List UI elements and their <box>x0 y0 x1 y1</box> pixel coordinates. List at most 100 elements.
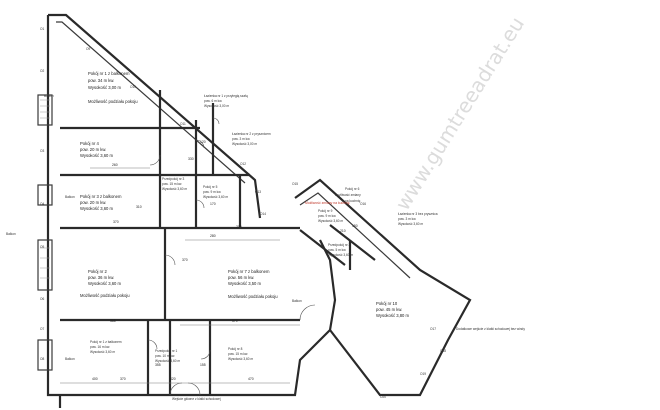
svg-text:możliwość zmiany: możliwość zmiany <box>335 193 361 197</box>
room-4: Pokój nr 4 pow. 20 m kw. Wysokość 3,60 m <box>80 141 114 158</box>
svg-text:Łazienka nr 2 z prysznicem: Łazienka nr 2 z prysznicem <box>232 132 271 136</box>
svg-text:Przedpokój nr 1: Przedpokój nr 1 <box>155 349 178 353</box>
svg-text:Wysokość 3,60 m: Wysokość 3,60 m <box>90 350 115 354</box>
svg-text:Wysokość 3,60 m: Wysokość 3,60 m <box>155 359 180 363</box>
red-note-label: Możliwość zmiany na kuchnię <box>305 201 350 205</box>
entrance-extra: Dodatkowe wejście z klatki schodowej bez… <box>456 327 525 331</box>
svg-text:pow. 56 m kw.: pow. 56 m kw. <box>228 275 254 280</box>
outer-walls <box>46 13 472 408</box>
svg-text:pow. 6 m kw.: pow. 6 m kw. <box>204 99 222 103</box>
svg-text:Pokój nr 7 z balkonem: Pokój nr 7 z balkonem <box>228 269 270 274</box>
svg-text:Możliwość podziału pokoju: Możliwość podziału pokoju <box>80 293 130 298</box>
svg-text:Wysokość 3,60 m: Wysokość 3,60 m <box>80 153 114 158</box>
svg-text:O10: O10 <box>130 85 136 89</box>
svg-text:355: 355 <box>155 363 161 367</box>
svg-text:365: 365 <box>110 319 116 323</box>
svg-text:O11: O11 <box>180 122 186 126</box>
svg-text:Wysokość 3,60 m: Wysokość 3,60 m <box>328 253 353 257</box>
svg-text:Wysokość 3,50 m: Wysokość 3,50 m <box>228 281 262 286</box>
room-lazienka-3: Łazienka nr 3 bez prysznica pow. 3 m kw.… <box>398 212 438 226</box>
svg-text:210: 210 <box>340 229 346 233</box>
room-10: Pokój nr 10 pow. 45 m kw. Wysokość 3,80 … <box>376 301 410 318</box>
svg-text:Dodatkowe wejście z klatki sch: Dodatkowe wejście z klatki schodowej bez… <box>456 327 525 331</box>
svg-text:pow. 20 m kw.: pow. 20 m kw. <box>80 147 106 152</box>
svg-text:Wysokość 3,00 m: Wysokość 3,00 m <box>232 142 257 146</box>
svg-text:Pokój nr 5: Pokój nr 5 <box>203 185 218 189</box>
svg-text:Możliwość podziału pokoju: Możliwość podziału pokoju <box>88 99 138 104</box>
svg-text:O6: O6 <box>40 297 44 301</box>
balkon-label-3: Balkon <box>65 357 75 361</box>
svg-text:Wysokość 3,00 m: Wysokość 3,00 m <box>88 85 122 90</box>
dimension-values: 370 370 280 570 420 470 400 365 210 330 … <box>92 140 358 381</box>
side-note-label: Balkon <box>6 232 16 236</box>
svg-text:330: 330 <box>188 157 194 161</box>
svg-text:Wysokość 3,60 m: Wysokość 3,60 m <box>88 281 122 286</box>
svg-text:Pokój nr 3 z balkonem: Pokój nr 3 z balkonem <box>80 194 122 199</box>
svg-text:O13: O13 <box>255 190 261 194</box>
svg-text:O16: O16 <box>360 202 366 206</box>
svg-text:na kuchnię: na kuchnię <box>345 199 361 203</box>
svg-text:O7: O7 <box>40 327 44 331</box>
balkon-label-2: Balkon <box>65 195 75 199</box>
svg-text:pow. 5 m kw.: pow. 5 m kw. <box>328 248 346 252</box>
svg-text:O1: O1 <box>40 27 44 31</box>
svg-text:Wysokość 3,60 m: Wysokość 3,60 m <box>162 187 187 191</box>
svg-text:Wysokość 3,60 m: Wysokość 3,60 m <box>80 206 114 211</box>
svg-text:Pokój nr 1 z balkonem: Pokój nr 1 z balkonem <box>90 340 122 344</box>
svg-text:pow. 15 m kw.: pow. 15 m kw. <box>228 352 248 356</box>
windows <box>37 94 53 371</box>
svg-text:Pokój nr 1 z balkonem: Pokój nr 1 z balkonem <box>88 71 130 76</box>
svg-text:pow. 3 m kw.: pow. 3 m kw. <box>398 217 416 221</box>
svg-text:pow. 3 m kw.: pow. 3 m kw. <box>232 137 250 141</box>
window-tags: O1 O2 O3 O4 O5 O6 O7 O8 O9 O10 O11 O12 O… <box>40 27 446 399</box>
svg-text:400: 400 <box>92 377 98 381</box>
room-5: Pokój nr 5 pow. 9 m kw. Wysokość 3,60 m <box>203 185 228 199</box>
svg-text:150: 150 <box>352 224 358 228</box>
room-3: Pokój nr 3 z balkonem pow. 20 m kw. Wyso… <box>80 194 122 211</box>
room-7: Pokój nr 7 z balkonem pow. 56 m kw. Wyso… <box>228 269 278 299</box>
svg-text:370: 370 <box>182 258 188 262</box>
svg-text:O12: O12 <box>240 162 246 166</box>
svg-text:Pokój nr 6: Pokój nr 6 <box>345 187 360 191</box>
svg-text:260: 260 <box>112 163 118 167</box>
svg-text:Wysokość 3,00 m: Wysokość 3,00 m <box>204 104 229 108</box>
svg-text:O5: O5 <box>40 245 44 249</box>
svg-text:Łazienka nr 3 bez prysznica: Łazienka nr 3 bez prysznica <box>398 212 438 216</box>
svg-text:Pokój nr 10: Pokój nr 10 <box>376 301 398 306</box>
svg-text:170: 170 <box>210 202 216 206</box>
svg-text:pow. 10 m kw.: pow. 10 m kw. <box>155 354 175 358</box>
balkon-label-1: Balkon <box>44 94 54 98</box>
entrance-main: Wejście główne z klatki schodowej <box>172 397 221 401</box>
svg-text:pow. 9 m kw.: pow. 9 m kw. <box>318 214 336 218</box>
svg-text:pow. 36 m kw.: pow. 36 m kw. <box>88 275 114 280</box>
room-lazienka-2: Łazienka nr 2 z prysznicem pow. 3 m kw. … <box>232 132 271 146</box>
watermark-text: www.gumtreeadrat.eu <box>390 13 529 215</box>
svg-text:Przedpokój nr 2: Przedpokój nr 2 <box>328 243 351 247</box>
svg-text:O18: O18 <box>440 349 446 353</box>
svg-text:370: 370 <box>113 220 119 224</box>
room-przedpokoj-1: Przedpokój nr 1 pow. 10 m kw. Wysokość 3… <box>155 349 180 363</box>
room-6: Pokój nr 6 możliwość zmiany na kuchnię <box>335 187 361 203</box>
room-1: Pokój nr 1 z balkonem pow. 34 m kw. Wyso… <box>88 71 138 104</box>
svg-text:O9: O9 <box>86 47 90 51</box>
svg-text:O20: O20 <box>380 395 386 399</box>
svg-text:O4: O4 <box>40 202 44 206</box>
svg-text:Wysokość 3,60 m: Wysokość 3,60 m <box>318 219 343 223</box>
svg-text:O8: O8 <box>40 357 44 361</box>
svg-text:O14: O14 <box>260 212 266 216</box>
svg-text:O15: O15 <box>292 182 298 186</box>
svg-text:Przedpokój nr 3: Przedpokój nr 3 <box>162 177 185 181</box>
svg-text:Wejście główne z klatki schodo: Wejście główne z klatki schodowej <box>172 397 221 401</box>
svg-text:470: 470 <box>248 377 254 381</box>
svg-text:Możliwość podziału pokoju: Możliwość podziału pokoju <box>228 294 278 299</box>
svg-text:Pokój nr 8: Pokój nr 8 <box>228 347 243 351</box>
svg-text:pow. 16 m kw.: pow. 16 m kw. <box>90 345 110 349</box>
svg-text:155: 155 <box>200 363 206 367</box>
svg-text:Łazienka nr 1 z przyległą szaf: Łazienka nr 1 z przyległą szafą <box>204 94 248 98</box>
svg-text:Pokój nr 4: Pokój nr 4 <box>80 141 100 146</box>
room-8: Pokój nr 8 pow. 15 m kw. Wysokość 3,60 m <box>228 347 253 361</box>
room-lazienka-1: Łazienka nr 1 z przyległą szafą pow. 6 m… <box>204 94 248 108</box>
svg-text:pow. 45 m kw.: pow. 45 m kw. <box>376 307 402 312</box>
svg-text:370: 370 <box>120 377 126 381</box>
room-przedpokoj-2: Przedpokój nr 2 pow. 5 m kw. Wysokość 3,… <box>328 243 353 257</box>
